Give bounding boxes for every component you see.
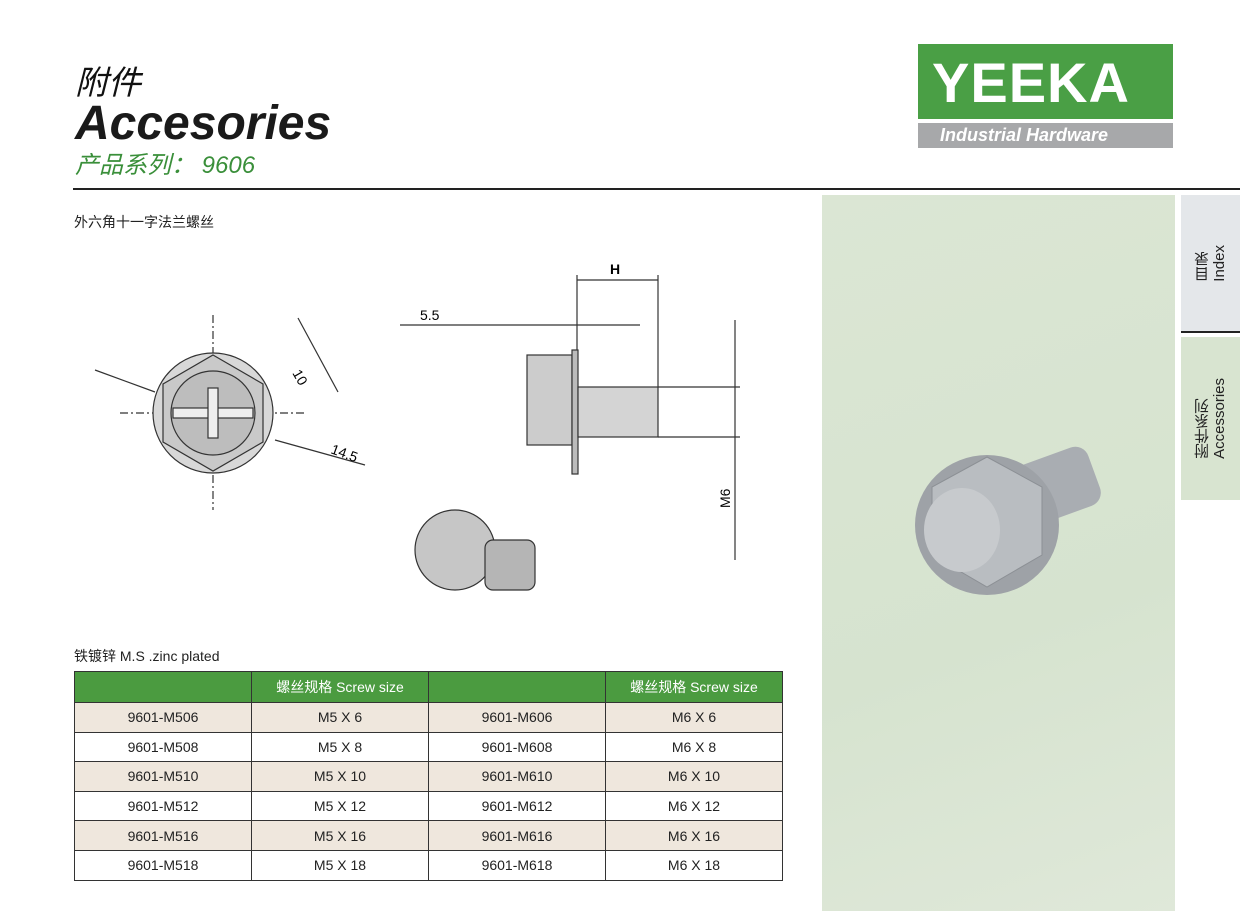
- tab-accessories-en: Accessories: [1210, 378, 1228, 459]
- material-label: 铁镀锌 M.S .zinc plated: [74, 648, 220, 664]
- table-cell: 9601-M610: [428, 761, 606, 792]
- col-header: 螺丝规格 Screw size: [251, 671, 429, 703]
- table-cell: 9601-M506: [74, 702, 252, 733]
- tab-accessories-cn: 附件系列: [1193, 398, 1211, 459]
- table-cell: 9601-M616: [428, 820, 606, 851]
- table-cell: 9601-M508: [74, 731, 252, 763]
- table-cell: M5 X 18: [251, 849, 429, 881]
- table-cell: M5 X 6: [251, 702, 429, 733]
- table-cell: M5 X 16: [251, 820, 429, 851]
- table-cell: 9601-M612: [428, 790, 606, 822]
- page-title: Accesories: [75, 97, 332, 150]
- product-photo-panel: [822, 195, 1175, 911]
- page-title-cn: 附件: [75, 64, 141, 101]
- table-cell: M5 X 12: [251, 790, 429, 822]
- tab-index-en: Index: [1210, 244, 1228, 282]
- dim-5-5: 5.5: [420, 307, 440, 323]
- table-cell: M6 X 12: [605, 790, 783, 822]
- table-cell: M6 X 10: [605, 761, 783, 792]
- col-header: [428, 671, 606, 703]
- table-cell: 9601-M510: [74, 761, 252, 792]
- tab-index-cn: 目录: [1193, 251, 1211, 282]
- col-header: [74, 671, 252, 703]
- table-cell: M6 X 18: [605, 849, 783, 881]
- dim-10: 10: [289, 367, 311, 389]
- table-cell: M5 X 8: [251, 731, 429, 763]
- divider: [73, 188, 1240, 190]
- dim-14-5: 14.5: [329, 441, 360, 465]
- technical-drawing: 10 14.5 5.5 H M6: [94, 261, 740, 591]
- dim-m6: M6: [717, 488, 733, 508]
- table-cell: 9601-M512: [74, 790, 252, 822]
- logo-wordmark: YEEKA: [932, 51, 1130, 114]
- screw-photo: [915, 446, 1101, 595]
- spec-table: 螺丝规格 Screw size 螺丝规格 Screw size 9601-M50…: [74, 671, 783, 881]
- table-cell: 9601-M518: [74, 849, 252, 881]
- table-cell: M5 X 10: [251, 761, 429, 792]
- table-cell: 9601-M516: [74, 820, 252, 851]
- table-cell: M6 X 6: [605, 702, 783, 733]
- table-cell: 9601-M618: [428, 849, 606, 881]
- logo-tagline: Industrial Hardware: [918, 123, 1173, 148]
- dim-h: H: [610, 261, 620, 277]
- table-cell: 9601-M608: [428, 731, 606, 763]
- table-cell: M6 X 8: [605, 731, 783, 763]
- table-cell: 9601-M606: [428, 702, 606, 733]
- product-name: 外六角十一字法兰螺丝: [74, 214, 214, 230]
- table-cell: M6 X 16: [605, 820, 783, 851]
- brand-logo: YEEKA Industrial Hardware: [918, 44, 1173, 148]
- col-header: 螺丝规格 Screw size: [605, 671, 783, 703]
- product-series: 产品系列： 9606: [75, 152, 256, 179]
